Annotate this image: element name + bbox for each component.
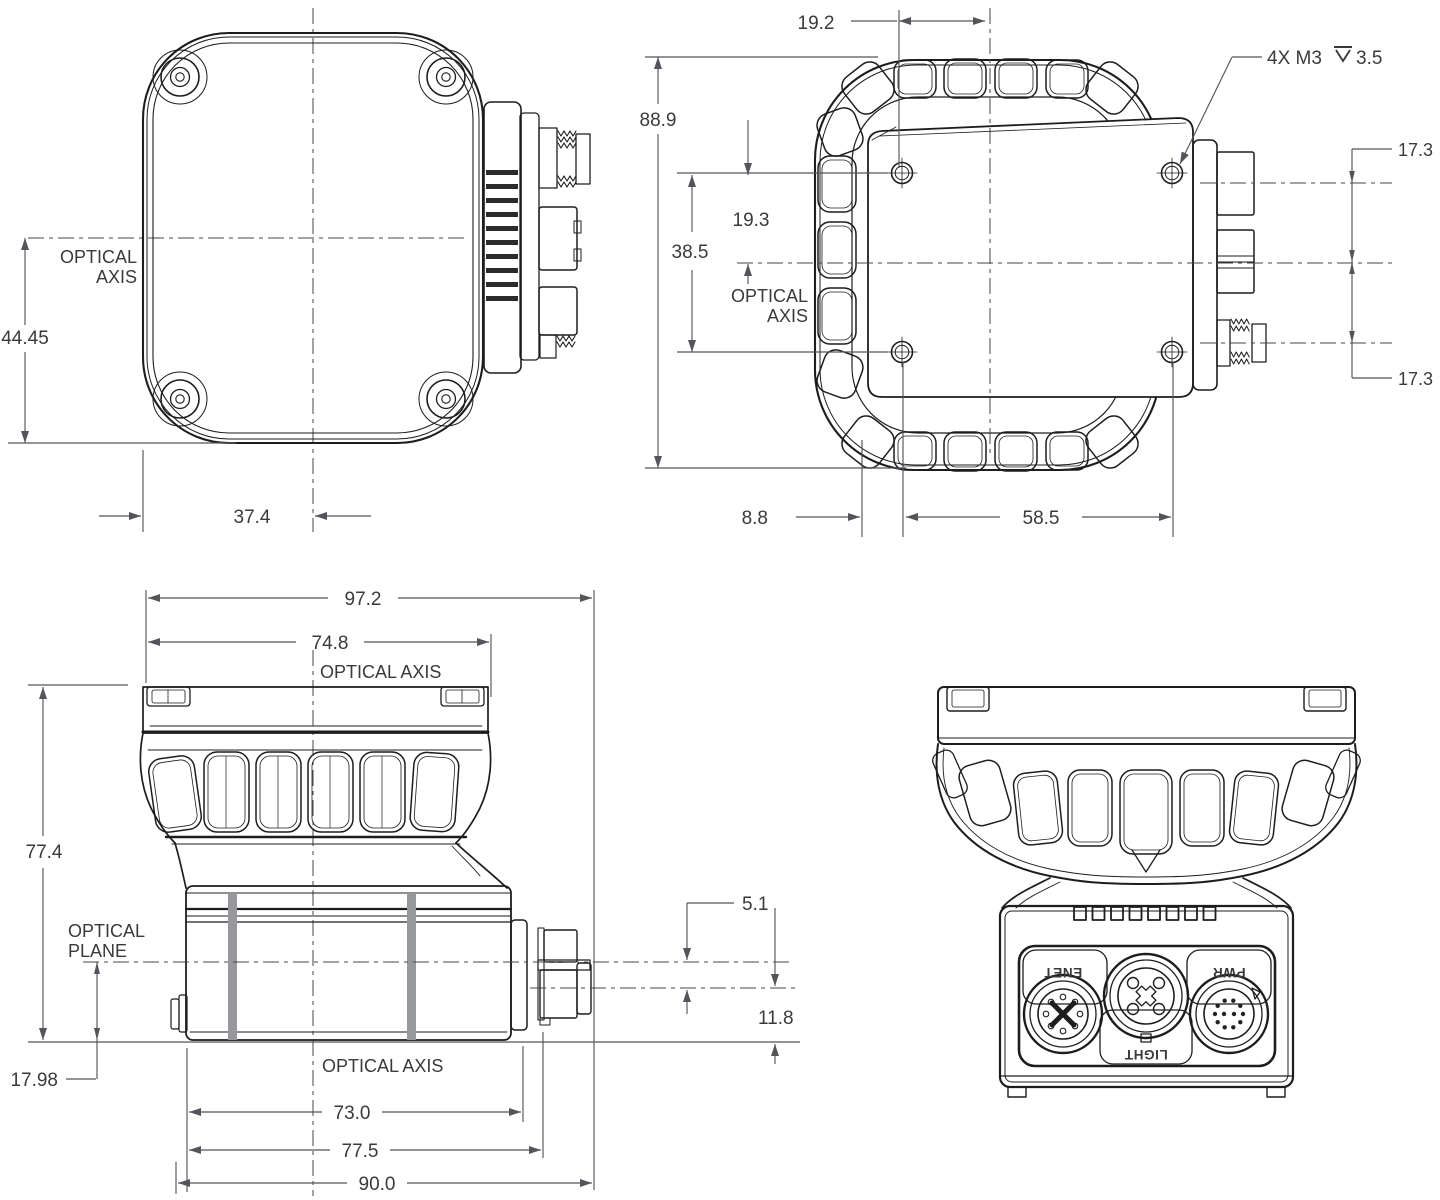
dim-overall-height-rear: 88.9: [640, 110, 677, 131]
mounting-hole-icon: [1156, 336, 1188, 368]
dim-edge-to-hole: 8.8: [742, 508, 768, 529]
dim-head-width: 74.8: [312, 633, 349, 654]
optical-plane-label-line1: OPTICAL: [68, 921, 145, 941]
rear-optical-axis-label-line1: OPTICAL: [731, 286, 808, 306]
dim-connector-height: 11.8: [758, 1008, 794, 1029]
body-stripe: [407, 893, 416, 1040]
body-stripe: [228, 893, 237, 1040]
optical-plane-label-line2: PLANE: [68, 941, 127, 961]
bottom-head: [932, 686, 1361, 909]
side-connector-low: [538, 286, 578, 336]
dim-body-width: 73.0: [334, 1103, 371, 1124]
bottom-bumper-teeth: [932, 749, 1361, 873]
enet-connector-label: ENET: [1044, 965, 1083, 980]
enet-connector-icon: [1022, 973, 1104, 1055]
front-optical-axis-label-line1: OPTICAL: [60, 247, 137, 267]
screw-icon: [418, 371, 474, 427]
dim-body-connector-width: 77.5: [342, 1141, 379, 1162]
dim-axis-to-bottom: 44.45: [1, 328, 49, 349]
dim-hole-to-axis: 19.3: [733, 210, 770, 231]
bottom-view: ENET LIGHT: [932, 686, 1361, 1098]
mounting-hole-icon: [886, 336, 918, 368]
thread-callout: 4X M3: [1267, 48, 1322, 69]
thread-depth: 3.5: [1356, 48, 1382, 69]
screw-icon: [152, 49, 208, 105]
rear-mounting-plate: [867, 117, 1194, 398]
mounting-hole-icon: [1156, 157, 1188, 189]
dim-hole-to-center: 19.2: [798, 13, 835, 34]
side-view: 97.2 74.8 OPTICAL AXIS 77.4 OPTICAL PLAN…: [10, 589, 800, 1196]
mounting-hole-icon: [886, 157, 918, 189]
dim-plane-to-connector: 5.1: [742, 894, 768, 915]
dim-overall-width: 97.2: [345, 589, 382, 610]
side-vents: [148, 751, 460, 833]
rear-bumper: [813, 58, 1162, 472]
threaded-connector-icon: [538, 127, 591, 189]
box-comb-teeth: [1073, 906, 1217, 921]
screw-icon: [418, 49, 474, 105]
front-body: [141, 31, 485, 445]
front-optical-axis-label-line2: AXIS: [96, 267, 137, 287]
pwr-connector-icon: [1188, 973, 1270, 1055]
side-optical-axis-bottom-label: OPTICAL AXIS: [322, 1056, 443, 1076]
side-body: [170, 885, 592, 1041]
front-view: 44.45 37.4 OPTICAL AXIS: [1, 8, 591, 532]
bumper-teeth-left: [816, 107, 864, 399]
side-connector-mid: [538, 206, 578, 271]
dim-total-width: 90.0: [359, 1174, 396, 1195]
heatsink-ribs: [486, 170, 518, 301]
side-dimensions: 97.2 74.8 OPTICAL AXIS 77.4 OPTICAL PLAN…: [10, 589, 800, 1195]
bumper-teeth-bottom: [841, 415, 1139, 472]
dim-hole-spacing-vertical: 38.5: [672, 242, 709, 263]
rear-view: 19.2 88.9 19.3 38.5 OPTICAL AXIS: [640, 8, 1433, 537]
light-connector-icon: [1102, 952, 1190, 1043]
bottom-connector-box: ENET LIGHT: [998, 904, 1295, 1098]
connector-panel: [1017, 944, 1277, 1068]
screw-icon: [152, 371, 208, 427]
rear-dimensions: 19.2 88.9 19.3 38.5 OPTICAL AXIS: [640, 10, 1433, 537]
dim-overall-height-side: 77.4: [26, 842, 63, 863]
dim-connector-pitch-lower: 17.3: [1398, 369, 1433, 389]
dim-hole-spacing-horizontal: 58.5: [1023, 508, 1060, 529]
dim-connector-pitch-upper: 17.3: [1398, 140, 1433, 160]
bumper-teeth-top: [841, 58, 1139, 115]
side-head: [139, 686, 508, 889]
front-dimensions: 44.45 37.4 OPTICAL AXIS: [1, 238, 371, 532]
front-corner-screws: [152, 49, 474, 427]
front-side-connectors: [483, 101, 591, 374]
depth-symbol-icon: [1334, 46, 1352, 63]
light-connector-label: LIGHT: [1124, 1047, 1168, 1062]
side-optical-axis-top-label: OPTICAL AXIS: [320, 662, 441, 682]
side-body-connectors: [510, 919, 592, 1031]
pwr-connector-label: PWR: [1212, 965, 1245, 980]
rear-optical-axis-label-line2: AXIS: [767, 306, 808, 326]
dim-plane-height: 17.98: [10, 1070, 58, 1091]
rear-side-connectors: [1192, 139, 1267, 391]
left-nub-connector: [170, 998, 180, 1030]
dim-left-to-center: 37.4: [234, 507, 271, 528]
